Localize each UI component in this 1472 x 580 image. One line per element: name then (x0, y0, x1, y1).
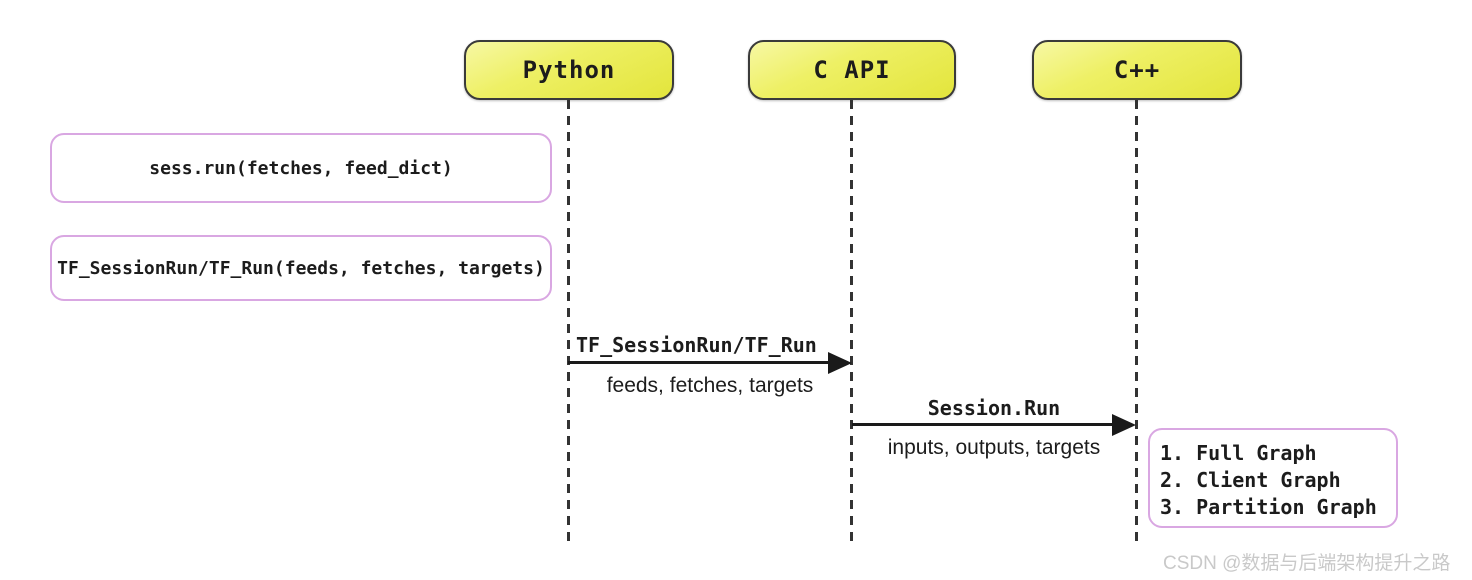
message-2-arrow-line (852, 423, 1114, 426)
message-1-arrow-line (568, 361, 830, 364)
lifeline-python (567, 100, 570, 546)
message-2-arrowhead-icon (1112, 414, 1136, 436)
note-sess-run: sess.run(fetches, feed_dict) (50, 133, 552, 203)
note-graphs-line-1: 1. Full Graph (1160, 441, 1317, 465)
note-sess-run-text: sess.run(fetches, feed_dict) (149, 157, 453, 179)
lifeline-c-api (850, 100, 853, 546)
actor-cpp: C++ (1032, 40, 1242, 100)
actor-cpp-label: C++ (1113, 56, 1161, 84)
note-tf-session-run-text: TF_SessionRun/TF_Run(feeds, fetches, tar… (57, 257, 545, 279)
message-1-label: TF_SessionRun/TF_Run (576, 333, 817, 357)
actor-python: Python (464, 40, 674, 100)
message-2-sublabel: inputs, outputs, targets (887, 436, 1101, 459)
message-1-arrowhead-icon (828, 352, 852, 374)
csdn-watermark: CSDN @数据与后端架构提升之路 (1163, 553, 1451, 574)
lifeline-cpp (1135, 100, 1138, 546)
message-1-sublabel: feeds, fetches, targets (606, 374, 814, 397)
actor-c-api: C API (748, 40, 956, 100)
actor-python-label: Python (522, 56, 616, 84)
note-tf-session-run: TF_SessionRun/TF_Run(feeds, fetches, tar… (50, 235, 552, 301)
message-2-label: Session.Run (927, 396, 1061, 420)
note-graphs: 1. Full Graph 2. Client Graph 3. Partiti… (1148, 428, 1398, 528)
actor-c-api-label: C API (813, 56, 891, 84)
note-graphs-line-2: 2. Client Graph (1160, 468, 1341, 492)
note-graphs-line-3: 3. Partition Graph (1160, 495, 1377, 519)
